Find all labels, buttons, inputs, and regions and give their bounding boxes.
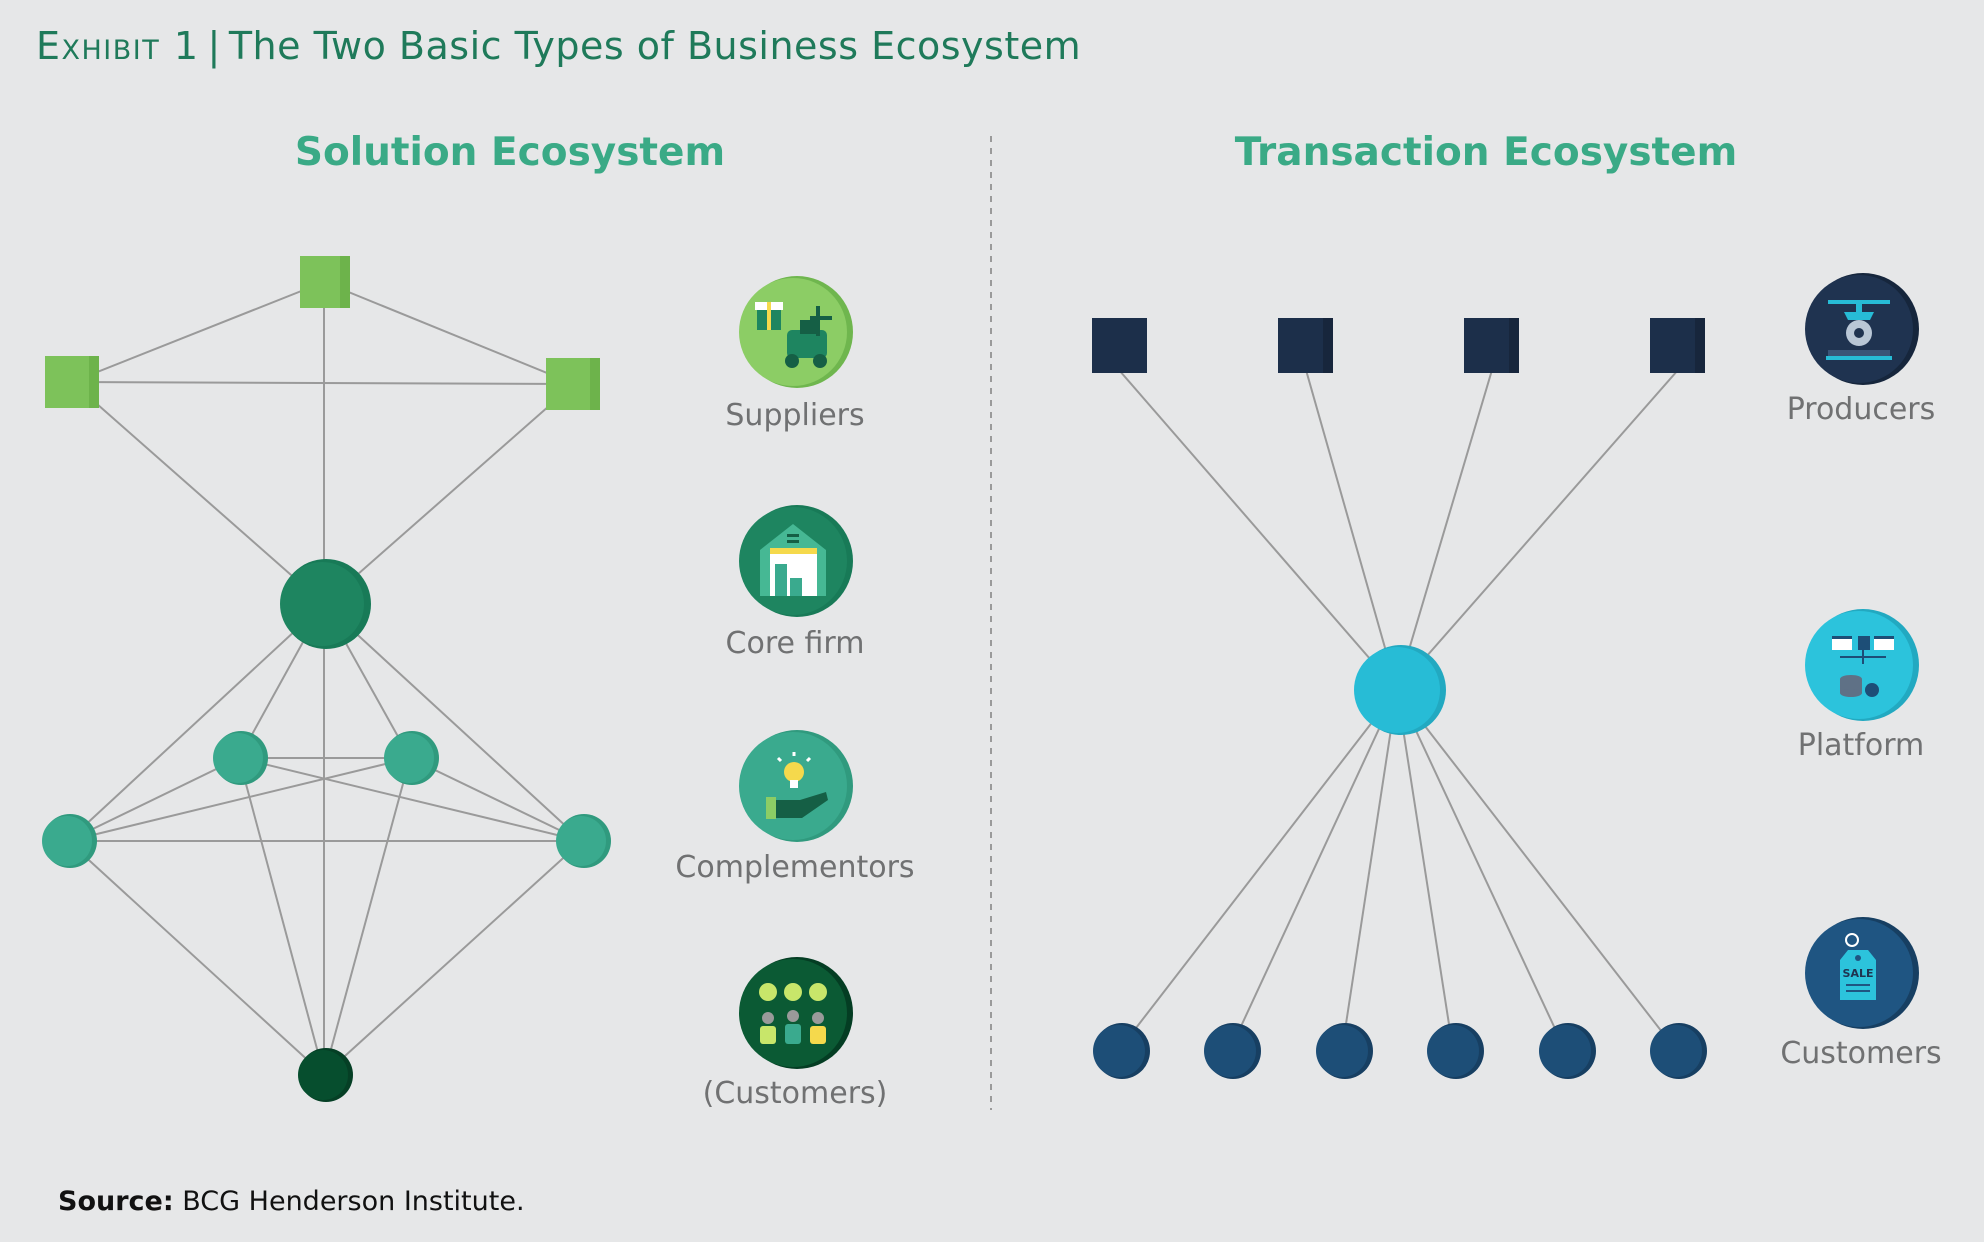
suppliers-icon — [739, 276, 853, 388]
core-firm-node — [280, 562, 364, 646]
source-note: Source: BCG Henderson Institute. — [58, 1186, 525, 1217]
complementor-node — [384, 733, 434, 783]
transaction-customer-node — [1093, 1025, 1145, 1077]
solution-edges — [67, 281, 583, 1076]
solution-customers-icon — [739, 957, 853, 1069]
complementor-node — [42, 816, 92, 866]
platform-icon — [1805, 609, 1919, 721]
legend-transaction-customers: Customers — [1780, 1036, 1942, 1071]
supplier-node-shade — [590, 358, 600, 410]
solution-ecosystem-title: Solution Ecosystem — [294, 130, 726, 175]
supplier-nodes — [45, 256, 600, 410]
transaction-customers-icon: SALE — [1805, 917, 1919, 1029]
legend-solution-customers: (Customers) — [702, 1076, 888, 1111]
legend-producers: Producers — [1786, 392, 1936, 427]
source-text: BCG Henderson Institute. — [182, 1186, 525, 1217]
complementor-node — [213, 733, 263, 783]
complementor-nodes — [42, 731, 611, 868]
producer-node — [1092, 318, 1147, 373]
transaction-customer-node — [1204, 1025, 1256, 1077]
transaction-ecosystem-title: Transaction Ecosystem — [1234, 130, 1738, 175]
legend-suppliers: Suppliers — [725, 398, 865, 433]
exhibit-heading: The Two Basic Types of Business Ecosyste… — [228, 24, 1082, 68]
platform-node — [1354, 647, 1440, 733]
legend-core-firm: Core firm — [725, 626, 865, 661]
core-firm-icon — [739, 505, 853, 617]
sale-tag-text: SALE — [1843, 967, 1874, 980]
transaction-edges — [1118, 369, 1679, 1051]
supplier-node-shade — [340, 256, 350, 308]
legend-complementors: Complementors — [675, 850, 915, 885]
transaction-customer-node — [1316, 1025, 1368, 1077]
transaction-customer-node — [1427, 1025, 1479, 1077]
producer-nodes — [1092, 318, 1705, 373]
legend-platform: Platform — [1797, 728, 1925, 763]
complementors-icon — [739, 730, 853, 842]
source-label: Source: — [58, 1186, 174, 1217]
transaction-customer-node — [1539, 1025, 1591, 1077]
transaction-customer-nodes — [1093, 1023, 1707, 1079]
solution-customer-node — [298, 1050, 348, 1100]
exhibit-label: Exhibit 1 — [36, 24, 200, 68]
exhibit-title: Exhibit 1|The Two Basic Types of Busines… — [36, 24, 1081, 68]
title-separator: | — [207, 24, 221, 68]
producers-icon — [1805, 273, 1919, 385]
supplier-node-shade — [89, 356, 99, 408]
transaction-customer-node — [1650, 1025, 1702, 1077]
complementor-node — [556, 816, 606, 866]
